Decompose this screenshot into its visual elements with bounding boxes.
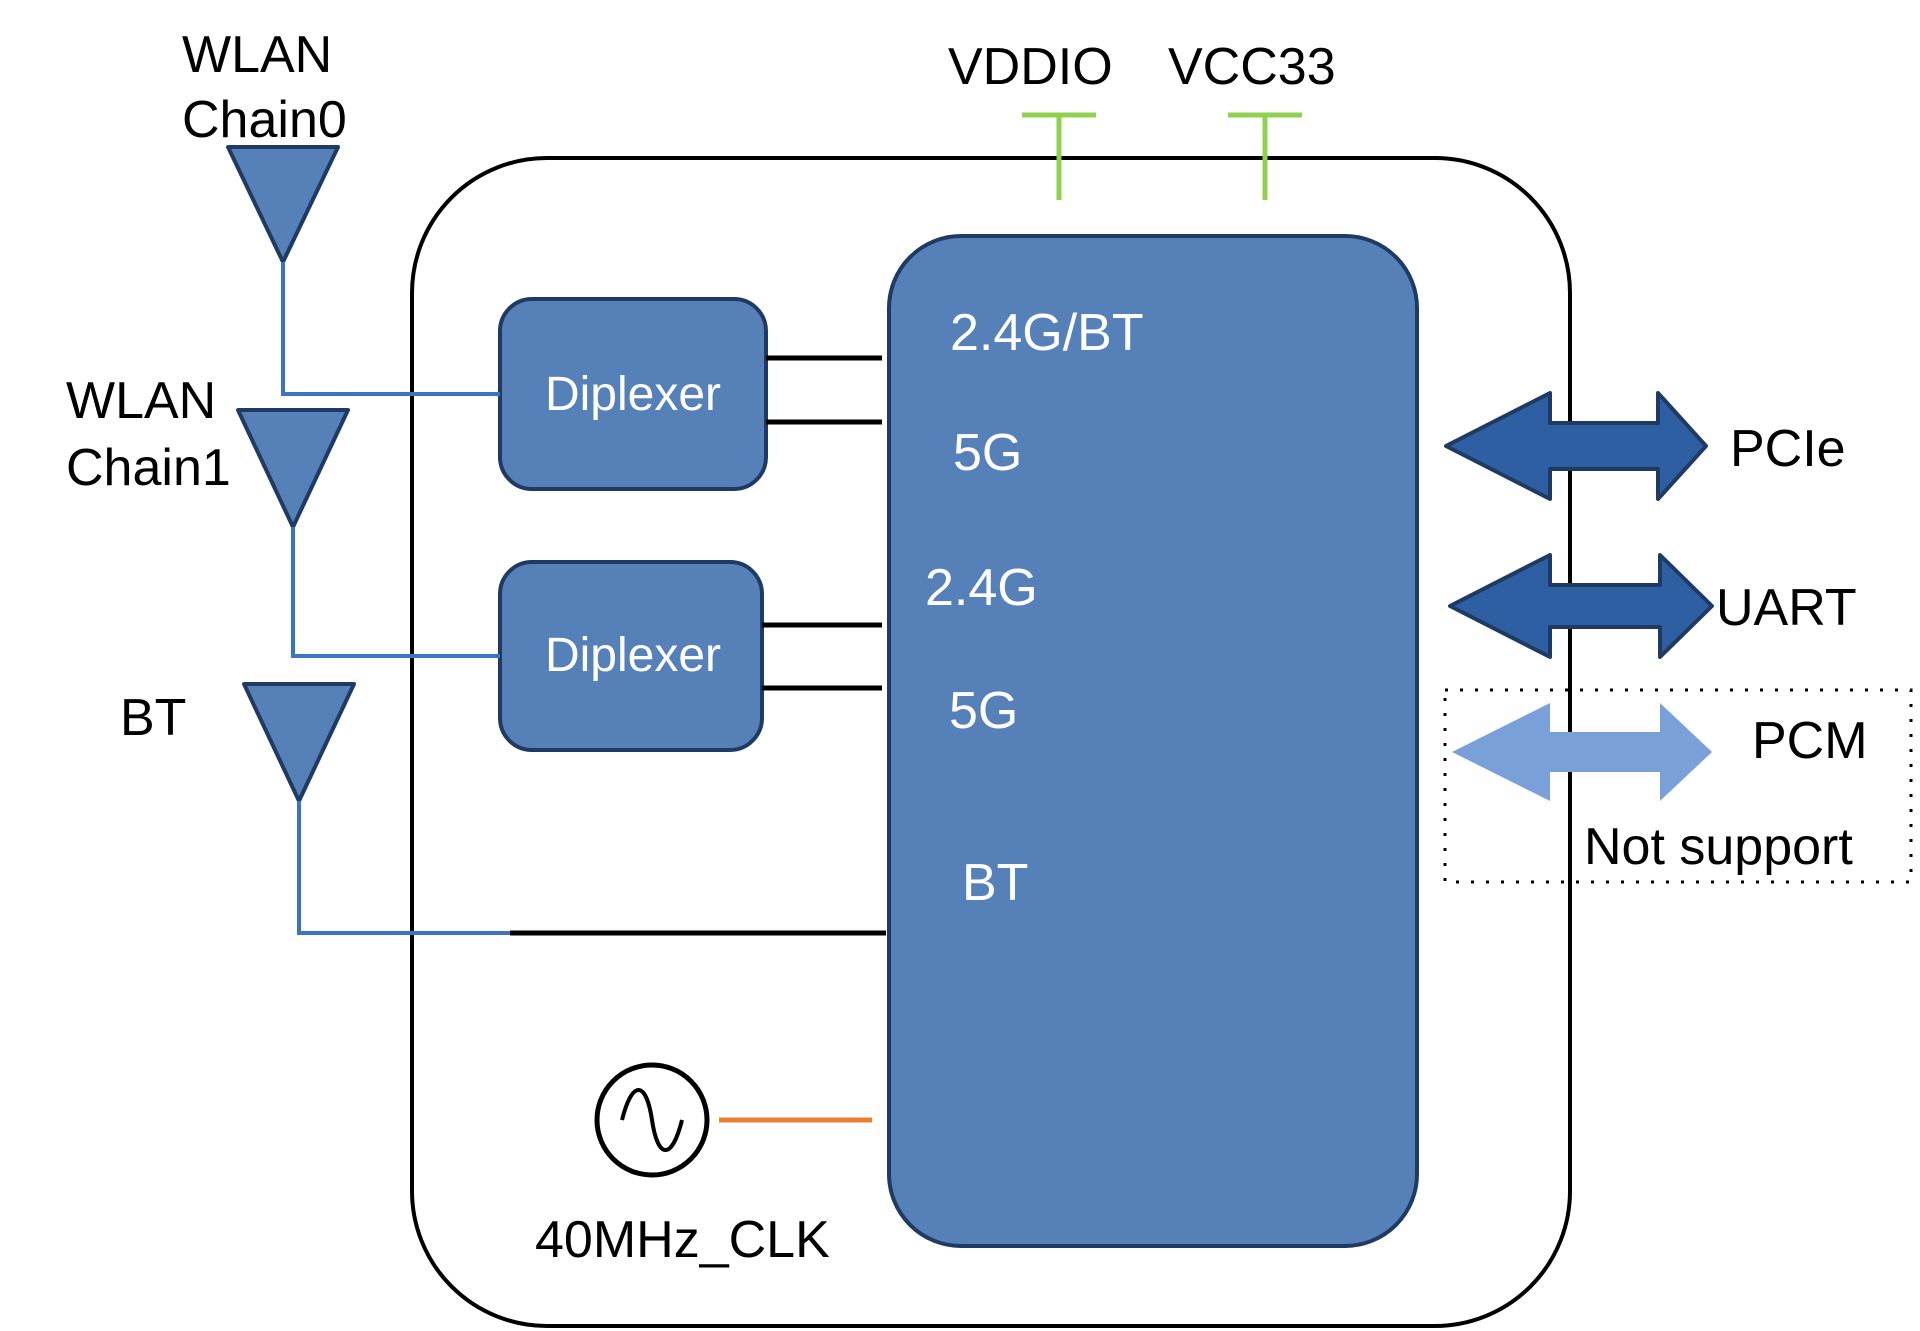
clock-label: 40MHz_CLK — [535, 1211, 830, 1269]
uart-label: UART — [1716, 579, 1857, 637]
diplexer-label: Diplexer — [545, 629, 721, 682]
antenna-wires — [281, 262, 510, 935]
antenna-bt-icon — [242, 682, 356, 803]
antenna-chain1-label-line2: Chain1 — [66, 439, 231, 497]
chip-port-label: 2.4G/BT — [950, 304, 1144, 362]
antenna-chain0-label-line1: WLAN — [182, 26, 332, 84]
antenna-chain0-icon — [226, 145, 340, 264]
pcm-not-support-label: Not support — [1584, 818, 1853, 876]
power-rail-vddio — [1022, 112, 1096, 200]
pcie-arrow-icon — [1444, 391, 1708, 501]
antenna-chain0-label-line2: Chain0 — [182, 91, 347, 149]
diplexer-chip-wires — [510, 355, 886, 936]
uart-arrow-icon — [1448, 553, 1714, 659]
main-chip — [887, 234, 1419, 1248]
chip-port-label: BT — [962, 854, 1028, 912]
antenna-chain1-icon — [236, 408, 350, 529]
antenna-bt-label: BT — [120, 689, 186, 747]
chip-port-label: 5G — [949, 682, 1018, 740]
vddio-label: VDDIO — [948, 38, 1113, 96]
antenna-chain1-label-line1: WLAN — [66, 372, 216, 430]
pcm-arrow-icon — [1452, 703, 1712, 801]
pcm-label: PCM — [1752, 712, 1868, 770]
power-rail-vcc33 — [1228, 112, 1302, 200]
diplexer-label: Diplexer — [545, 368, 721, 421]
sine-wave-icon — [620, 1088, 684, 1152]
chip-port-label: 5G — [953, 424, 1022, 482]
chip-port-label: 2.4G — [925, 559, 1038, 617]
pcie-label: PCIe — [1730, 420, 1846, 478]
vcc33-label: VCC33 — [1168, 38, 1336, 96]
